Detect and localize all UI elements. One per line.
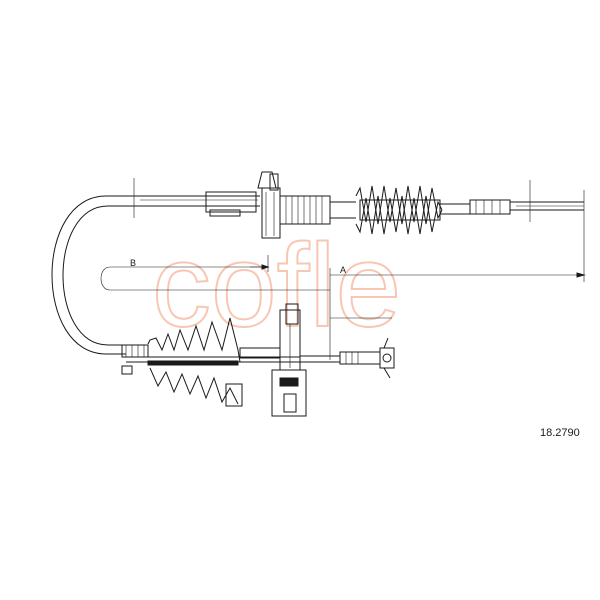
cable-sheath bbox=[51, 195, 136, 355]
dimension-a-line bbox=[329, 190, 586, 360]
cofle-watermark-logo: cofle bbox=[152, 220, 401, 352]
bottom-end-assembly bbox=[121, 303, 395, 417]
top-end-assembly bbox=[133, 171, 584, 239]
dimension-label-a: A bbox=[340, 265, 346, 275]
dimension-label-b: B bbox=[130, 258, 136, 268]
dimension-b-loop bbox=[100, 255, 330, 291]
part-number: 18.2790 bbox=[540, 427, 580, 439]
